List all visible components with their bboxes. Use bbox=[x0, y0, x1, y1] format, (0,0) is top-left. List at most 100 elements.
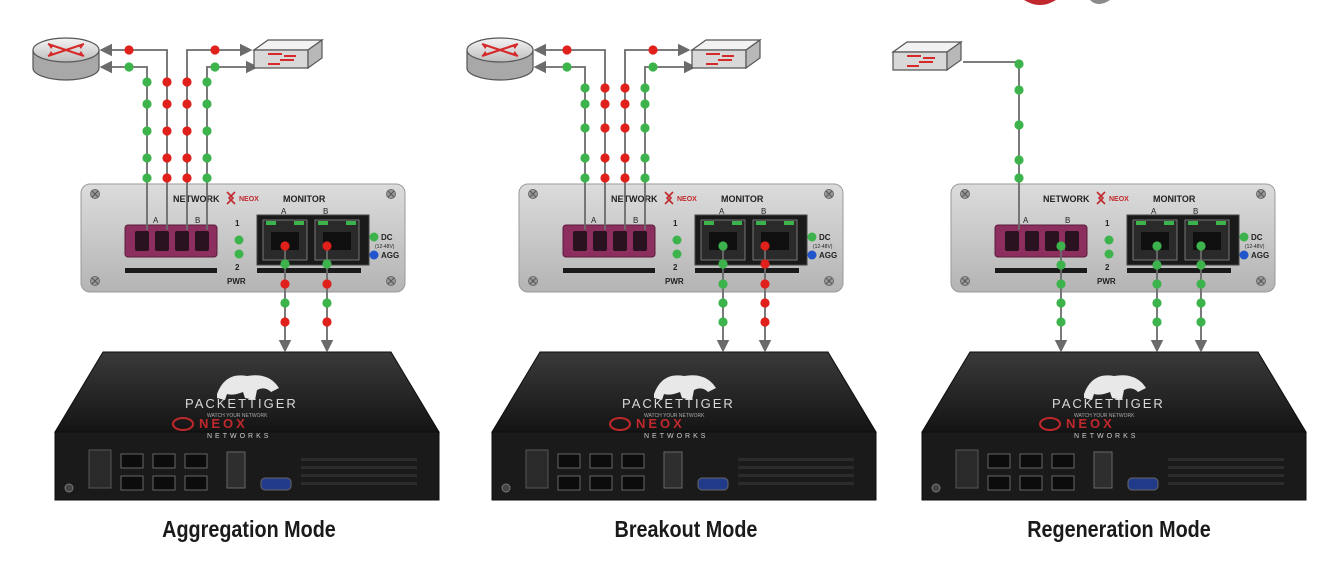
red-packet-dot bbox=[162, 173, 172, 183]
router-icon bbox=[466, 37, 534, 81]
green-packet-dot bbox=[1196, 317, 1206, 327]
ethernet-port bbox=[120, 475, 144, 491]
ethernet-port bbox=[152, 453, 176, 469]
vga-port bbox=[697, 477, 729, 491]
appliance-tagline: WATCH YOUR NETWORK bbox=[644, 413, 705, 419]
fiber-port-socket bbox=[593, 231, 607, 251]
screw-slot bbox=[825, 190, 833, 198]
appliance-tagline: WATCH YOUR NETWORK bbox=[207, 413, 268, 419]
status-led-2 bbox=[1104, 249, 1114, 259]
tap-network-label: NETWORK bbox=[611, 194, 658, 204]
green-packet-dot bbox=[142, 173, 152, 183]
screw-slot bbox=[961, 277, 969, 285]
tap-monitor-label: MONITOR bbox=[1153, 194, 1196, 204]
agg-label: AGG bbox=[819, 251, 837, 260]
red-packet-dot bbox=[600, 153, 610, 163]
red-packet-dot bbox=[182, 99, 192, 109]
appliance-vendor-sub: NETWORKS bbox=[644, 433, 708, 440]
tap-vent-slot bbox=[995, 268, 1087, 273]
appliance-vendor-label: NEOX bbox=[636, 416, 685, 431]
rj45-port-b-label: B bbox=[323, 207, 328, 216]
screw-slot bbox=[1257, 190, 1265, 198]
rj45-port-b-label: B bbox=[1193, 207, 1198, 216]
appliance-vent bbox=[738, 458, 854, 461]
red-packet-dot bbox=[124, 45, 134, 55]
fiber-port-b-label: B bbox=[195, 216, 200, 225]
green-packet-dot bbox=[648, 62, 658, 72]
fiber-port-socket bbox=[633, 231, 647, 251]
green-packet-dot bbox=[562, 62, 572, 72]
ethernet-port bbox=[184, 475, 208, 491]
dc-label: DC bbox=[819, 233, 831, 242]
appliance-vent bbox=[738, 482, 854, 485]
router-arrow-heads bbox=[482, 44, 518, 56]
ethernet-port bbox=[1051, 453, 1075, 469]
agg-label: AGG bbox=[1251, 251, 1269, 260]
led-1-label: 1 bbox=[673, 219, 678, 228]
red-packet-dot bbox=[760, 298, 770, 308]
pwr-label: PWR bbox=[665, 277, 684, 286]
red-packet-dot bbox=[162, 126, 172, 136]
red-packet-dot bbox=[600, 83, 610, 93]
fiber-port-b-label: B bbox=[1065, 216, 1070, 225]
caption-aggregation-mode: Aggregation Mode bbox=[162, 516, 336, 542]
green-packet-dot bbox=[1014, 155, 1024, 165]
tap-vent-slot bbox=[125, 268, 217, 273]
agg-led bbox=[369, 250, 379, 260]
ethernet-port bbox=[621, 453, 645, 469]
screw-slot bbox=[1257, 277, 1265, 285]
green-packet-dot bbox=[640, 83, 650, 93]
red-packet-dot bbox=[182, 173, 192, 183]
green-packet-dot bbox=[1056, 260, 1066, 270]
red-packet-dot bbox=[648, 45, 658, 55]
appliance-tagline: WATCH YOUR NETWORK bbox=[1074, 413, 1135, 419]
rj45-link-led bbox=[318, 221, 328, 225]
ethernet-port bbox=[1019, 475, 1043, 491]
ethernet-port bbox=[589, 453, 613, 469]
status-led-2 bbox=[234, 249, 244, 259]
red-packet-dot bbox=[760, 279, 770, 289]
rj45-port-a-label: A bbox=[1151, 207, 1157, 216]
dc-led bbox=[1239, 232, 1249, 242]
rj45-socket bbox=[709, 232, 737, 250]
led-2-label: 2 bbox=[673, 263, 678, 272]
tap-network-label: NETWORK bbox=[173, 194, 220, 204]
rj45-act-led bbox=[1164, 221, 1174, 225]
green-packet-dot bbox=[124, 62, 134, 72]
fiber-port-socket bbox=[135, 231, 149, 251]
router-arrows bbox=[481, 42, 519, 58]
green-packet-dot bbox=[718, 259, 728, 269]
green-packet-dot bbox=[718, 241, 728, 251]
switch-icon bbox=[252, 38, 324, 70]
rj45-port-a-label: A bbox=[281, 207, 287, 216]
neox-swirl-icon bbox=[1039, 417, 1061, 431]
green-packet-dot bbox=[322, 259, 332, 269]
rj45-link-led bbox=[1136, 221, 1146, 225]
status-led-1 bbox=[672, 235, 682, 245]
dc-voltage-label: (12-48V) bbox=[1245, 244, 1265, 250]
green-packet-dot bbox=[322, 298, 332, 308]
green-packet-dot bbox=[1152, 279, 1162, 289]
green-packet-dot bbox=[202, 99, 212, 109]
green-packet-dot bbox=[202, 173, 212, 183]
power-button bbox=[64, 483, 74, 493]
packet-dots bbox=[124, 45, 332, 327]
green-packet-dot bbox=[580, 83, 590, 93]
pwr-label: PWR bbox=[1097, 277, 1116, 286]
router-arrow-heads bbox=[48, 44, 84, 56]
power-button bbox=[501, 483, 511, 493]
status-led-2 bbox=[672, 249, 682, 259]
green-packet-dot bbox=[280, 259, 290, 269]
rj45-act-led bbox=[732, 221, 742, 225]
switch-icon bbox=[690, 38, 762, 70]
red-packet-dot bbox=[162, 153, 172, 163]
appliance-vent bbox=[1168, 474, 1284, 477]
red-packet-dot bbox=[280, 317, 290, 327]
screw-slot bbox=[529, 277, 537, 285]
switch-arrows bbox=[268, 53, 296, 65]
switch-icon bbox=[891, 40, 963, 72]
